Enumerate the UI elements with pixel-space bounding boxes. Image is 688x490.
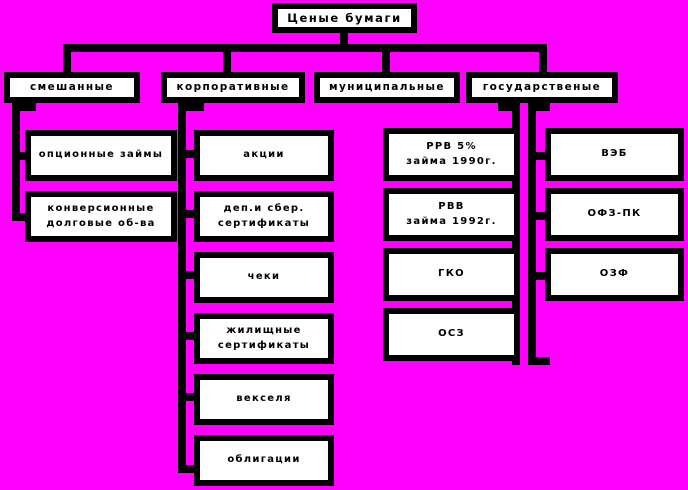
node-leaf-municipal-1-label: РРВ 5% займа 1990г. bbox=[406, 141, 497, 167]
node-leaf-mixed-1-label: опционные займы bbox=[38, 149, 164, 161]
node-category-corporate-label: корпоративные bbox=[176, 80, 290, 93]
node-category-municipal[interactable]: муниципальные bbox=[314, 72, 460, 103]
node-leaf-corporate-3-label: чеки bbox=[247, 271, 281, 283]
connector-drop-corporate bbox=[223, 44, 231, 76]
node-leaf-corporate-5[interactable]: векселя bbox=[194, 374, 334, 425]
node-leaf-municipal-4[interactable]: ОСЗ bbox=[383, 308, 520, 361]
connector-spine-state-top bbox=[528, 103, 550, 111]
node-leaf-municipal-3-label: ГКО bbox=[438, 268, 465, 280]
connector-spine-corporate-bottom bbox=[178, 465, 204, 473]
node-leaf-corporate-4-label: жилищные сертификаты bbox=[217, 325, 311, 351]
node-leaf-state-1-label: ВЭБ bbox=[601, 148, 628, 160]
connector-stub-mixed-1 bbox=[12, 152, 34, 160]
node-category-state[interactable]: государственые bbox=[466, 72, 618, 103]
node-leaf-state-1[interactable]: ВЭБ bbox=[545, 128, 684, 181]
node-root[interactable]: Ценые бумаги bbox=[272, 3, 417, 33]
connector-drop-municipal bbox=[382, 44, 390, 76]
connector-spine-corporate-top bbox=[178, 103, 204, 111]
node-category-municipal-label: муниципальные bbox=[329, 80, 445, 93]
node-leaf-municipal-2[interactable]: РВВ займа 1992г. bbox=[383, 188, 520, 241]
connector-stub-corp-4 bbox=[178, 332, 198, 340]
node-leaf-state-3[interactable]: ОЗФ bbox=[545, 248, 684, 301]
node-leaf-municipal-3[interactable]: ГКО bbox=[383, 248, 520, 301]
connector-drop-mixed bbox=[63, 44, 71, 76]
node-category-corporate[interactable]: корпоративные bbox=[161, 72, 305, 103]
node-leaf-corporate-2-label: деп.и сбер. сертификаты bbox=[217, 203, 311, 229]
node-leaf-corporate-1-label: акции bbox=[243, 149, 285, 161]
connector-spine-corporate bbox=[178, 103, 186, 473]
node-leaf-corporate-6-label: облигации bbox=[227, 454, 301, 466]
connector-spine-mixed-top bbox=[12, 103, 36, 111]
connector-root-stem bbox=[340, 32, 348, 44]
node-category-state-label: государственые bbox=[482, 80, 602, 93]
node-category-mixed-label: смешанные bbox=[30, 80, 114, 93]
node-leaf-state-3-label: ОЗФ bbox=[599, 268, 630, 280]
node-leaf-corporate-1[interactable]: акции bbox=[194, 130, 334, 181]
node-leaf-mixed-2[interactable]: конверсионные долговые об-ва bbox=[25, 191, 177, 242]
connector-drop-state bbox=[539, 44, 547, 76]
connector-spine-mixed bbox=[12, 103, 20, 221]
connector-stub-state-3 bbox=[528, 272, 550, 280]
connector-spine-state-bottom bbox=[528, 357, 550, 365]
node-leaf-corporate-3[interactable]: чеки bbox=[194, 252, 334, 303]
node-leaf-municipal-1[interactable]: РРВ 5% займа 1990г. bbox=[383, 128, 520, 181]
connector-riser-municipal-top bbox=[498, 103, 520, 111]
node-leaf-corporate-4[interactable]: жилищные сертификаты bbox=[194, 313, 334, 364]
node-leaf-state-2-label: ОФЗ-ПК bbox=[587, 208, 642, 220]
node-leaf-municipal-4-label: ОСЗ bbox=[438, 328, 465, 340]
node-leaf-corporate-2[interactable]: деп.и сбер. сертификаты bbox=[194, 191, 334, 242]
node-leaf-state-2[interactable]: ОФЗ-ПК bbox=[545, 188, 684, 241]
connector-stub-corp-5 bbox=[178, 393, 198, 401]
connector-stub-state-2 bbox=[528, 212, 550, 220]
node-leaf-mixed-2-label: конверсионные долговые об-ва bbox=[46, 203, 156, 229]
connector-stub-state-1 bbox=[528, 152, 550, 160]
node-leaf-municipal-2-label: РВВ займа 1992г. bbox=[406, 201, 497, 227]
node-leaf-corporate-6[interactable]: облигации bbox=[194, 435, 334, 486]
node-root-label: Ценые бумаги bbox=[287, 10, 402, 25]
connector-stub-corp-1 bbox=[178, 150, 198, 158]
connector-stub-corp-2 bbox=[178, 210, 198, 218]
connector-stub-corp-3 bbox=[178, 271, 198, 279]
node-category-mixed[interactable]: смешанные bbox=[4, 72, 140, 103]
node-leaf-mixed-1[interactable]: опционные займы bbox=[25, 130, 177, 181]
node-leaf-corporate-5-label: векселя bbox=[236, 393, 292, 405]
connector-stub-mixed-2 bbox=[12, 213, 34, 221]
connector-spine-state bbox=[528, 103, 536, 365]
connector-main-bus bbox=[63, 44, 547, 52]
